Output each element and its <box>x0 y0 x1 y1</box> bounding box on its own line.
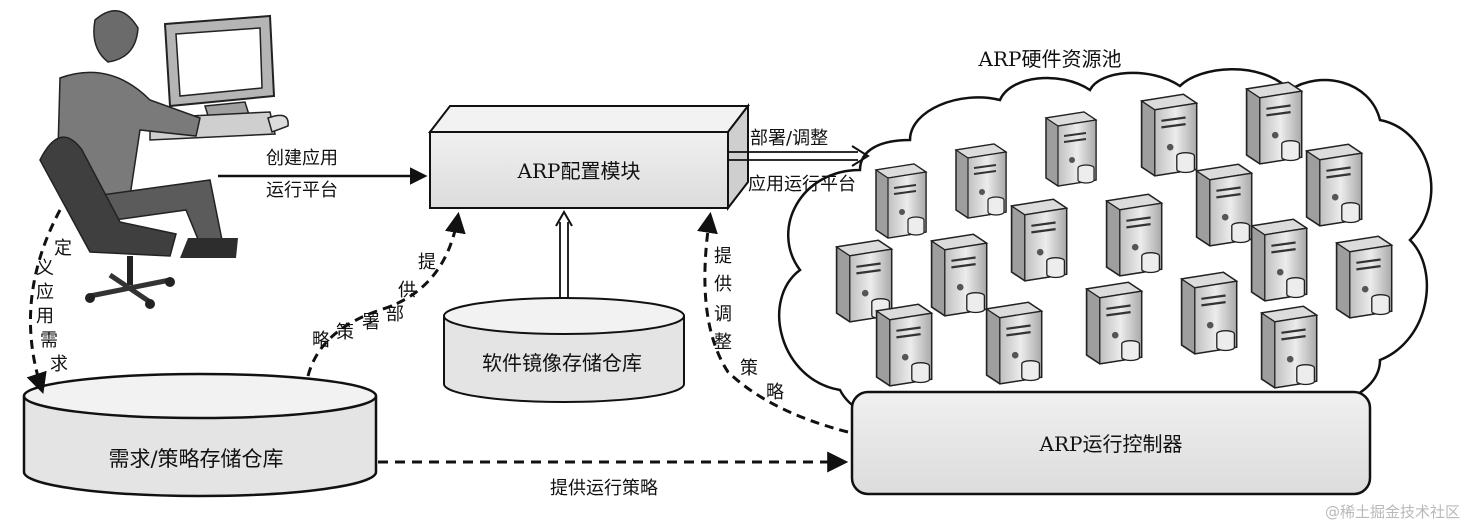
server-icon <box>1195 163 1253 247</box>
edge-create-platform: 创建应用 运行平台 <box>218 148 428 201</box>
server-icon <box>875 303 933 387</box>
arp-runtime-controller: ARP运行控制器 <box>850 390 1372 496</box>
arp-config-module: ARP配置模块 <box>427 103 751 211</box>
edge-image-to-config <box>555 209 573 298</box>
provide-deploy-char: 署 <box>362 312 380 333</box>
edge-deploy-adjust: 部署/调整 应用运行平台 <box>728 128 870 195</box>
provide-adjust-char: 供 <box>714 274 732 295</box>
define-demand-char: 需 <box>40 330 58 351</box>
server-icon <box>1250 218 1308 302</box>
server-icon <box>1045 111 1097 187</box>
server-icon <box>1260 305 1318 389</box>
software-image-repository: 软件镜像存储仓库 <box>443 297 685 403</box>
edge-provide-adjust: 提 供 调 整 策 略 <box>697 211 849 434</box>
arp-runtime-controller-label: ARP运行控制器 <box>1039 432 1183 456</box>
provide-deploy-char: 略 <box>312 330 330 351</box>
provide-adjust-char: 整 <box>714 332 732 353</box>
demand-strategy-repo-label: 需求/策略存储仓库 <box>108 447 283 471</box>
watermark: @稀土掘金技术社区 <box>1324 503 1460 521</box>
define-demand-char: 用 <box>36 306 54 327</box>
server-icon <box>985 301 1043 385</box>
provide-deploy-char: 供 <box>398 280 416 301</box>
server-icon <box>1085 281 1143 365</box>
server-icon <box>1180 271 1238 355</box>
create-platform-line1: 创建应用 <box>266 148 338 169</box>
edge-provide-deploy: 提 供 部 署 策 略 <box>306 211 466 377</box>
arp-pool-title: ARP硬件资源池 <box>978 47 1122 71</box>
server-icon <box>930 233 988 317</box>
demand-strategy-repository: 需求/策略存储仓库 <box>22 372 378 498</box>
server-icon <box>955 143 1007 219</box>
provide-adjust-char: 调 <box>714 304 732 325</box>
define-demand-char: 义 <box>36 258 54 279</box>
provide-deploy-char: 部 <box>386 304 404 325</box>
software-image-repo-label: 软件镜像存储仓库 <box>482 351 642 375</box>
create-platform-line2: 运行平台 <box>266 180 338 201</box>
define-demand-char: 定 <box>54 238 72 259</box>
provide-run-strategy-label: 提供运行策略 <box>550 478 658 499</box>
server-icon <box>1335 235 1393 319</box>
define-demand-char: 应 <box>36 282 54 303</box>
edge-define-demand: 定 义 应 用 需 求 <box>26 209 72 394</box>
provide-deploy-char: 提 <box>418 252 436 273</box>
deploy-adjust-line1: 部署/调整 <box>750 128 828 149</box>
edge-provide-run-strategy: 提供运行策略 <box>378 451 849 499</box>
deploy-adjust-line2: 应用运行平台 <box>748 174 856 195</box>
arp-config-module-label: ARP配置模块 <box>517 159 641 183</box>
server-icon <box>1140 93 1198 177</box>
provide-adjust-char: 提 <box>714 246 732 267</box>
provide-adjust-char: 略 <box>766 382 784 403</box>
define-demand-char: 求 <box>50 354 68 375</box>
server-icon <box>875 163 927 239</box>
server-icon <box>1105 193 1163 277</box>
user-at-computer-icon <box>39 10 289 309</box>
provide-adjust-char: 策 <box>740 358 758 379</box>
server-icon <box>1305 143 1363 227</box>
server-icon <box>1010 198 1068 282</box>
provide-deploy-char: 策 <box>336 322 354 343</box>
server-icon <box>1245 81 1303 165</box>
